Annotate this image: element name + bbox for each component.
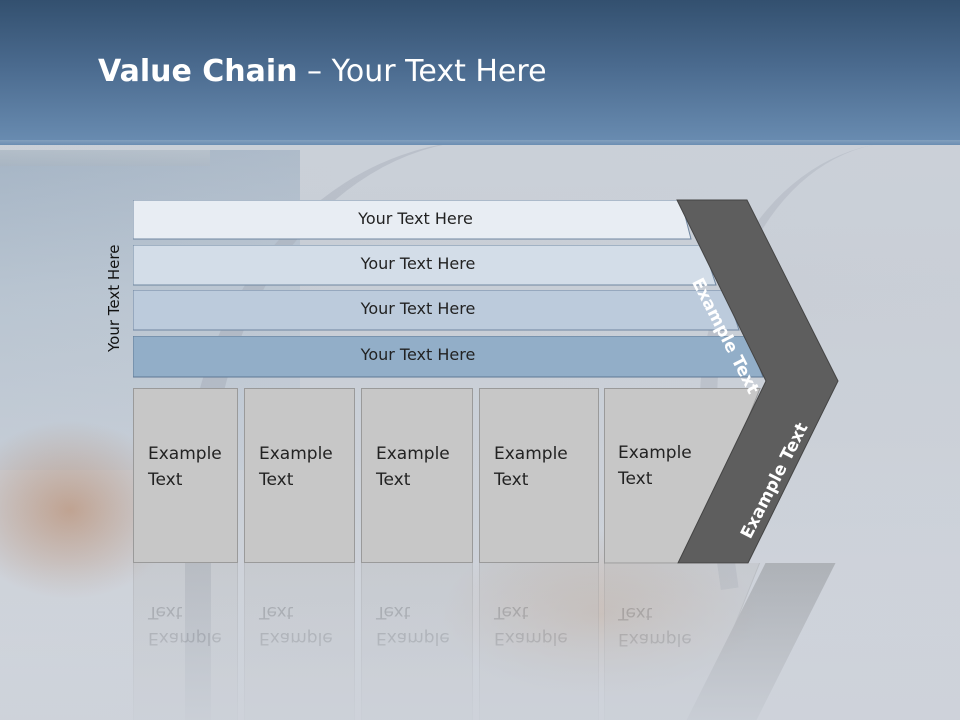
chain-bar-label: Your Text Here: [360, 299, 476, 318]
chain-bar-label: Your Text Here: [358, 209, 473, 228]
title-banner: Value Chain – Your Text Here: [0, 0, 960, 145]
slide-title[interactable]: Value Chain – Your Text Here: [98, 54, 547, 89]
title-rest: – Your Text Here: [297, 54, 547, 89]
column-text-line2: Text: [618, 469, 653, 489]
column-text-line1: Example: [376, 444, 450, 464]
chain-bar-label: Your Text Here: [360, 345, 476, 364]
chain-bar-label: Your Text Here: [360, 254, 476, 273]
column-text-line1: Example: [494, 444, 568, 464]
reflection-fade: [0, 563, 960, 720]
column-text-line1: Example: [618, 443, 692, 463]
title-bold: Value Chain: [98, 54, 298, 89]
column-text-line2: Text: [148, 470, 183, 490]
column-text-line1: Example: [148, 444, 222, 464]
column-text-line2: Text: [494, 470, 529, 490]
column-text-line2: Text: [259, 470, 294, 490]
column-text-line2: Text: [376, 470, 411, 490]
column-text-line1: Example: [259, 444, 333, 464]
